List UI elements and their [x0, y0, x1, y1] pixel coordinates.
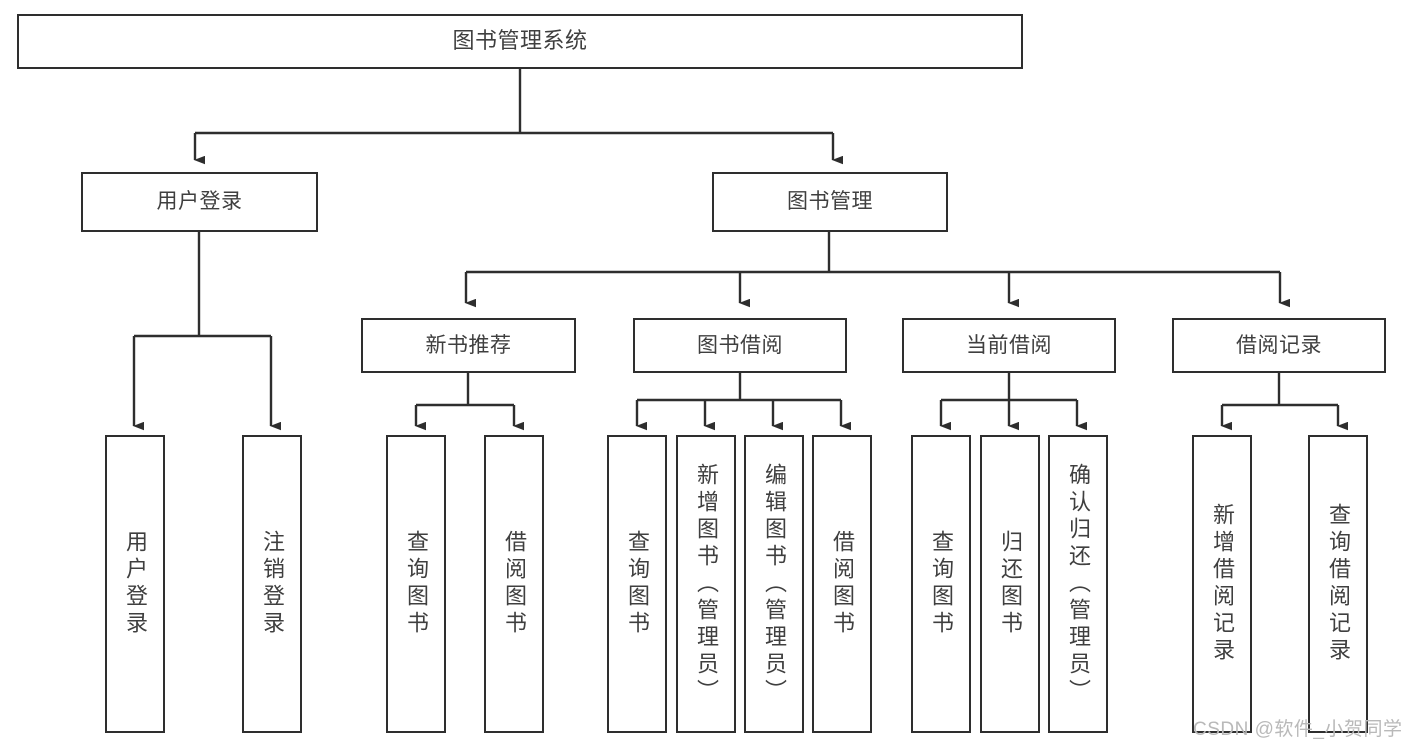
leaf-current-query-book[interactable]: 查询图书: [911, 435, 971, 733]
leaf-borrow-add-book[interactable]: 新增图书（管理员）: [676, 435, 736, 733]
leaf-borrow-edit-book[interactable]: 编辑图书（管理员）: [744, 435, 804, 733]
node-label: 查询借阅记录: [1326, 503, 1351, 665]
node-label: 图书借阅: [697, 333, 783, 357]
node-label: 当前借阅: [966, 333, 1052, 357]
node-new-book-recommend[interactable]: 新书推荐: [361, 318, 576, 373]
node-current-borrow[interactable]: 当前借阅: [902, 318, 1116, 373]
node-label: 新书推荐: [425, 333, 512, 357]
node-label: 编辑图书（管理员）: [762, 462, 787, 706]
node-user-login[interactable]: 用户登录: [81, 172, 318, 232]
leaf-user-login-logout[interactable]: 注销登录: [242, 435, 302, 733]
node-label: 借阅图书: [502, 530, 527, 638]
node-borrow-records[interactable]: 借阅记录: [1172, 318, 1386, 373]
leaf-current-confirm-return[interactable]: 确认归还（管理员）: [1048, 435, 1108, 733]
node-label: 图书管理系统: [452, 28, 588, 54]
node-label: 用户登录: [123, 530, 148, 638]
node-label: 注销登录: [260, 530, 285, 638]
node-label: 新增图书（管理员）: [694, 462, 719, 706]
node-label: 归还图书: [998, 530, 1023, 638]
leaf-records-add-record[interactable]: 新增借阅记录: [1192, 435, 1252, 733]
csdn-watermark: CSDN @软件_小贺同学: [1193, 719, 1403, 740]
node-label: 借阅图书: [830, 530, 855, 638]
leaf-current-return-book[interactable]: 归还图书: [980, 435, 1040, 733]
node-label: 查询图书: [404, 530, 429, 638]
leaf-borrow-borrow-book[interactable]: 借阅图书: [812, 435, 872, 733]
node-book-management-system[interactable]: 图书管理系统: [17, 14, 1023, 69]
node-label: 查询图书: [929, 530, 954, 638]
leaf-borrow-query-book[interactable]: 查询图书: [607, 435, 667, 733]
leaf-new-book-borrow[interactable]: 借阅图书: [484, 435, 544, 733]
node-label: 新增借阅记录: [1210, 503, 1235, 665]
node-label: 确认归还（管理员）: [1066, 462, 1091, 706]
node-label: 借阅记录: [1236, 333, 1322, 357]
leaf-new-book-query[interactable]: 查询图书: [386, 435, 446, 733]
node-book-management[interactable]: 图书管理: [712, 172, 948, 232]
node-book-borrow[interactable]: 图书借阅: [633, 318, 847, 373]
leaf-records-query-record[interactable]: 查询借阅记录: [1308, 435, 1368, 733]
node-label: 用户登录: [156, 190, 243, 214]
node-label: 图书管理: [787, 190, 873, 214]
leaf-user-login-login[interactable]: 用户登录: [105, 435, 165, 733]
node-label: 查询图书: [625, 530, 650, 638]
